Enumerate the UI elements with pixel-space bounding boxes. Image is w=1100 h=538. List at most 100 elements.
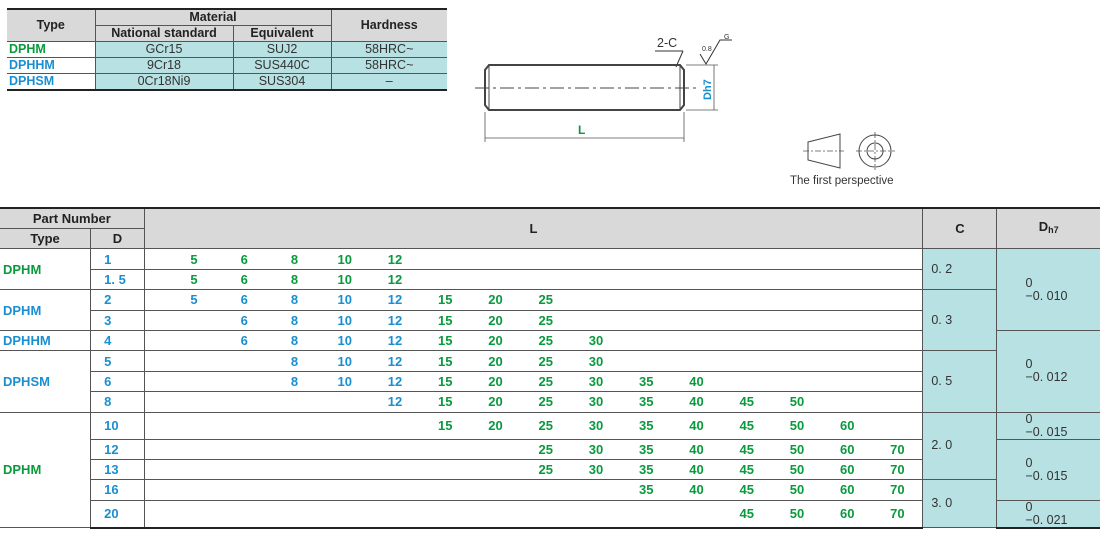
l-value [319, 479, 370, 501]
l-value [671, 248, 722, 270]
hardness-header: Hardness [330, 8, 447, 42]
l-value [470, 439, 521, 460]
length-label: L [578, 123, 585, 137]
l-value: 35 [621, 459, 672, 481]
c-value: 0. 2 [922, 248, 998, 291]
l-value: 35 [621, 391, 672, 413]
l-value: 15 [420, 289, 471, 311]
l-spacer [144, 371, 169, 393]
l-value [470, 479, 521, 501]
l-value [470, 500, 521, 529]
l-value [369, 479, 421, 501]
national-standard: 0Cr18Ni9 [94, 73, 234, 91]
l-value: 8 [269, 330, 320, 352]
l-value: 60 [822, 439, 873, 460]
l-value: 12 [369, 310, 421, 331]
material-type: DPHSM [7, 73, 96, 91]
l-value: 30 [570, 439, 622, 460]
l-value: 30 [570, 459, 622, 481]
material-header: Material [94, 8, 332, 26]
l-spacer [144, 391, 169, 413]
l-value: 8 [269, 269, 320, 291]
d-cell: 6 [90, 371, 145, 393]
l-value: 8 [269, 310, 320, 331]
l-spacer [144, 330, 169, 352]
l-value: 60 [822, 500, 873, 529]
l-value: 6 [219, 310, 270, 331]
l-value [822, 289, 873, 311]
l-value [470, 248, 521, 270]
material-type-header: Type [7, 8, 96, 42]
perspective-label: The first perspective [790, 175, 894, 187]
diameter-label: Dh7 [702, 79, 714, 100]
l-value [822, 310, 873, 331]
l-header: L [143, 207, 924, 250]
l-value [721, 310, 772, 331]
l-value [570, 500, 622, 529]
l-value [269, 412, 320, 440]
l-value [570, 289, 622, 311]
l-spacer [144, 248, 169, 270]
l-value: 50 [771, 412, 823, 440]
l-value: 20 [470, 350, 521, 372]
l-value: 70 [872, 479, 924, 501]
l-value: 45 [721, 459, 772, 481]
l-value [621, 500, 672, 529]
l-value: 10 [319, 269, 370, 291]
type-cell: DPHM [0, 248, 92, 291]
d-cell: 2 [90, 289, 145, 311]
l-value [621, 350, 672, 372]
first-angle-projection-icon [803, 132, 895, 170]
l-value: 10 [319, 289, 370, 311]
l-value [269, 500, 320, 529]
l-value [168, 350, 220, 372]
l-value: 15 [420, 412, 471, 440]
l-value [369, 500, 421, 529]
l-spacer [144, 269, 169, 291]
l-value [671, 350, 722, 372]
l-value [168, 330, 220, 352]
l-value: 25 [520, 391, 571, 413]
c-value: 2. 0 [922, 412, 998, 481]
l-value [168, 412, 220, 440]
l-value: 60 [822, 412, 873, 440]
l-value [420, 248, 471, 270]
l-value [168, 391, 220, 413]
l-value [621, 248, 672, 270]
l-value: 6 [219, 269, 270, 291]
hardness: 58HRC~ [330, 57, 447, 74]
l-value: 35 [621, 479, 672, 501]
l-value [822, 371, 873, 393]
l-value [671, 289, 722, 311]
l-value: 12 [369, 350, 421, 372]
l-value: 25 [520, 439, 571, 460]
l-value [219, 350, 270, 372]
l-value [420, 269, 471, 291]
d-cell: 13 [90, 459, 145, 481]
l-value [319, 412, 370, 440]
l-value: 45 [721, 500, 772, 529]
material-row: DPHM GCr15 SUJ2 58HRC~ [7, 41, 447, 58]
material-row: DPHHM 9Cr18 SUS440C 58HRC~ [7, 57, 447, 74]
l-spacer [144, 412, 169, 440]
dowel-pin-drawing: 2-C 0.8 G Dh7 L [475, 34, 732, 142]
l-value [822, 391, 873, 413]
l-value: 10 [319, 330, 370, 352]
dh7-header: Dh7 [996, 207, 1100, 250]
l-value [219, 439, 270, 460]
l-value: 10 [319, 350, 370, 372]
l-value: 8 [269, 371, 320, 393]
type-cell: DPHM [0, 412, 92, 529]
l-value: 70 [872, 439, 924, 460]
l-value [319, 459, 370, 481]
part-number-header: Part Number [0, 207, 145, 229]
l-value: 12 [369, 289, 421, 311]
l-value [822, 248, 873, 270]
